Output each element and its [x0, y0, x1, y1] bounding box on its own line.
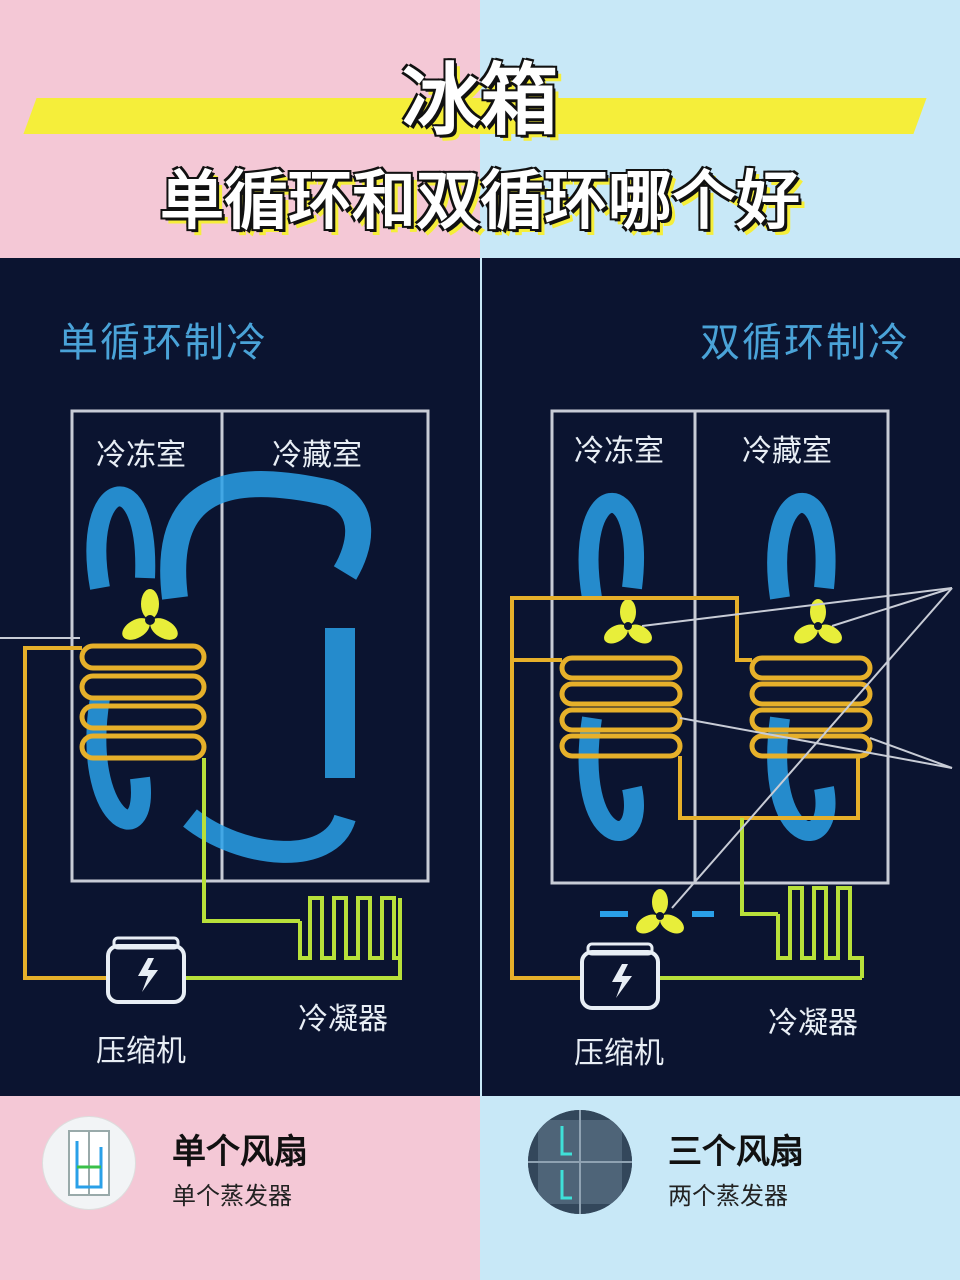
fridge-upper-airflow-arrow — [767, 493, 836, 600]
right-card-subtitle: 两个蒸发器 — [668, 1182, 788, 1210]
page-subtitle: 单循环和双循环哪个好 — [160, 165, 800, 239]
condenser-coil — [776, 886, 864, 978]
suction-pipe — [23, 646, 110, 980]
compressor-label: 压缩机 — [574, 1036, 664, 1071]
condenser-coil — [298, 896, 400, 960]
evaporator-link-pipe — [678, 756, 860, 820]
discharge-pipe — [185, 898, 402, 980]
return-airflow-arrow — [183, 809, 356, 863]
pointer-lines — [641, 587, 953, 909]
fridge-label: 冷藏室 — [742, 434, 832, 469]
single-cycle-heading: 单循环制冷 — [58, 320, 268, 366]
compressor-return-pipe — [510, 660, 582, 980]
top-airflow-arrow — [160, 471, 372, 600]
single-cycle-diagram: 单循环制冷 — [0, 258, 480, 1096]
evaporator-coil — [79, 643, 207, 761]
dual-cycle-graphic — [510, 409, 953, 1010]
fridge-outline — [550, 409, 890, 885]
fridge-lower-airflow-arrow — [767, 716, 836, 841]
single-fan-fridge-thumbnail — [42, 1116, 136, 1210]
fridge-fan-icon — [794, 599, 842, 644]
left-card-subtitle: 单个蒸发器 — [172, 1182, 292, 1210]
single-cycle-graphic — [0, 409, 430, 1004]
dual-cycle-diagram: 双循环制冷 — [482, 258, 960, 1096]
freezer-label: 冷冻室 — [96, 438, 186, 473]
freezer-lower-airflow-arrow — [86, 696, 151, 830]
liquid-pipe — [202, 758, 300, 923]
left-card-title: 单个风扇 — [172, 1132, 308, 1172]
freezer-upper-airflow-arrow — [578, 493, 644, 600]
condenser-fan-icon — [636, 889, 684, 934]
compressor-label: 压缩机 — [96, 1034, 186, 1069]
fan-icon — [122, 589, 178, 640]
fridge-evaporator-coil — [749, 655, 873, 759]
freezer-lower-airflow-arrow — [578, 716, 644, 841]
dual-cycle-heading: 双循环制冷 — [700, 320, 910, 366]
liquid-pipe — [740, 818, 778, 916]
compressor-icon — [580, 942, 660, 1010]
dual-fan-fridge-thumbnail — [528, 1110, 632, 1214]
freezer-label: 冷冻室 — [574, 434, 664, 469]
page-title: 冰箱 — [401, 56, 558, 146]
freezer-fan-icon — [604, 599, 652, 644]
right-card-title: 三个风扇 — [668, 1132, 804, 1172]
condenser-label: 冷凝器 — [768, 1006, 858, 1041]
freezer-evaporator-coil — [559, 655, 683, 759]
freezer-airflow-arrow — [86, 486, 156, 590]
fridge-label: 冷藏室 — [272, 438, 362, 473]
suction-pipe — [510, 596, 752, 662]
compressor-icon — [106, 936, 186, 1004]
condenser-label: 冷凝器 — [298, 1002, 388, 1037]
